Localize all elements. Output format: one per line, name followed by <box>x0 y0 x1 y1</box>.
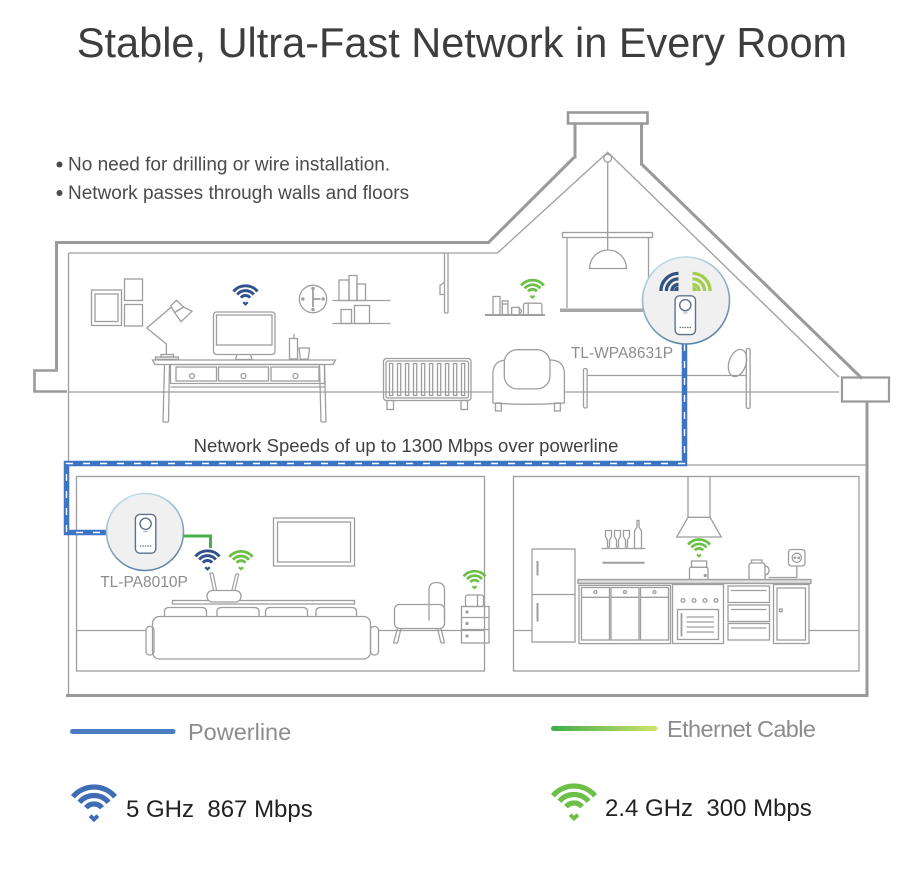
svg-text:Powerline: Powerline <box>188 719 291 745</box>
svg-text:5 GHz 867 Mbps: 5 GHz 867 Mbps <box>126 796 313 823</box>
svg-text:Network Speeds of up to 1300 M: Network Speeds of up to 1300 Mbps over p… <box>194 435 619 456</box>
svg-text:No need for drilling or wire i: No need for drilling or wire installatio… <box>68 155 390 176</box>
svg-text:TL-PA8010P: TL-PA8010P <box>100 574 188 591</box>
svg-text:Ethernet Cable: Ethernet Cable <box>667 716 816 742</box>
svg-text:Stable, Ultra-Fast Network in: Stable, Ultra-Fast Network in Every Room <box>77 19 847 66</box>
svg-text:Network passes through walls a: Network passes through walls and floors <box>68 183 409 204</box>
svg-text:2.4 GHz 300 Mbps: 2.4 GHz 300 Mbps <box>605 795 812 822</box>
svg-text:TL-WPA8631P: TL-WPA8631P <box>571 345 673 362</box>
